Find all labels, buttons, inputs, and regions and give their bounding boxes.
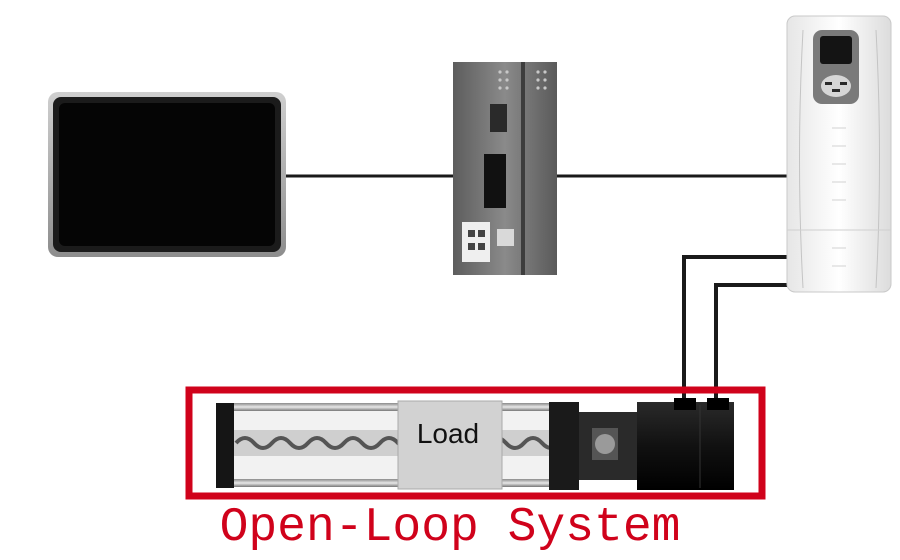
servo-motor-icon [637, 398, 734, 490]
open-loop-boundary [185, 386, 766, 500]
wire-drive-to-motor-1 [682, 255, 790, 400]
hmi-display-icon [48, 92, 286, 257]
wire-drive-to-motor-2 [714, 283, 790, 400]
load-carriage [397, 400, 503, 490]
plc-controller-icon [453, 62, 557, 275]
linear-actuator-icon [216, 400, 637, 490]
signal-wires [282, 174, 790, 400]
diagram-caption: Open-Loop System [219, 501, 681, 555]
load-label: Load [416, 418, 480, 449]
motor-drive-icon [786, 15, 892, 293]
